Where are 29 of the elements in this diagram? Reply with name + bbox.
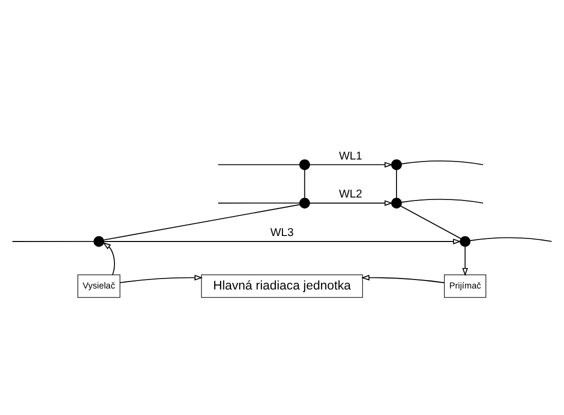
connector — [470, 237, 552, 242]
node-circle — [299, 198, 310, 208]
arrow — [361, 274, 445, 284]
node-circle — [460, 236, 470, 247]
node-circle — [391, 159, 402, 170]
node-box: Hlavná riadiaca jednotka — [201, 274, 363, 298]
connector — [304, 169, 306, 198]
connector — [401, 198, 484, 204]
connector — [401, 160, 484, 166]
node-circle — [391, 198, 402, 208]
arrow — [309, 200, 393, 206]
arrow — [104, 238, 462, 244]
arrow — [120, 274, 203, 284]
connector — [218, 164, 300, 166]
arrow — [462, 246, 468, 276]
connector — [396, 169, 397, 198]
node-box: Prijímač — [444, 274, 486, 298]
edge-label: WL1 — [338, 150, 362, 162]
connector — [400, 206, 462, 239]
node-box: Vysielač — [78, 274, 120, 298]
edge-label: WL2 — [338, 188, 362, 201]
connector — [103, 204, 300, 240]
node-circle — [299, 159, 310, 170]
arrow — [309, 162, 393, 168]
arrow — [102, 242, 115, 276]
connector — [12, 240, 94, 242]
node-circle — [94, 236, 104, 247]
edge-label: WL3 — [270, 227, 294, 240]
connector — [218, 202, 300, 204]
